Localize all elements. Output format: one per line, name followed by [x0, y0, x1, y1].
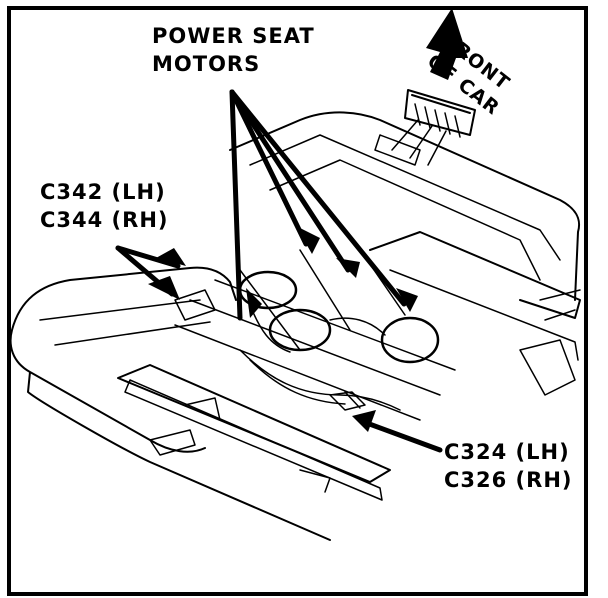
- front-connector-block: [404, 89, 476, 136]
- diagram-frame: [7, 6, 588, 596]
- connector-c342-line: C342 (LH): [40, 180, 166, 204]
- motor-3: [380, 316, 440, 364]
- connector-c324-c326-label: C324 (LH) C326 (RH): [444, 438, 573, 494]
- seat-rail-right: [369, 231, 581, 319]
- c342-leader-2: [115, 245, 175, 297]
- motors-leader-3: [229, 89, 351, 273]
- motors-leader-4: [229, 89, 407, 307]
- power-seat-motors-line-1: POWER SEAT: [152, 24, 315, 48]
- motors-leader-1: [229, 89, 243, 321]
- connector-c324-line: C324 (LH): [444, 440, 570, 464]
- seat-cushion: [9, 266, 331, 541]
- c324-leader: [361, 419, 443, 453]
- seat-frame-upper: [229, 111, 580, 301]
- motors-leader-2: [229, 89, 309, 247]
- motor-2: [268, 308, 332, 352]
- front-arrow: [426, 8, 468, 80]
- connector-c344-line: C344 (RH): [40, 208, 169, 232]
- connector-c326-line: C326 (RH): [444, 468, 573, 492]
- power-seat-motors-line-2: MOTORS: [152, 52, 261, 76]
- connector-c342-c344-label: C342 (LH) C344 (RH): [40, 178, 169, 234]
- c342-leader-1: [115, 245, 181, 269]
- seat-rail-left: [117, 364, 391, 483]
- power-seat-motors-label: POWER SEAT MOTORS: [152, 22, 315, 78]
